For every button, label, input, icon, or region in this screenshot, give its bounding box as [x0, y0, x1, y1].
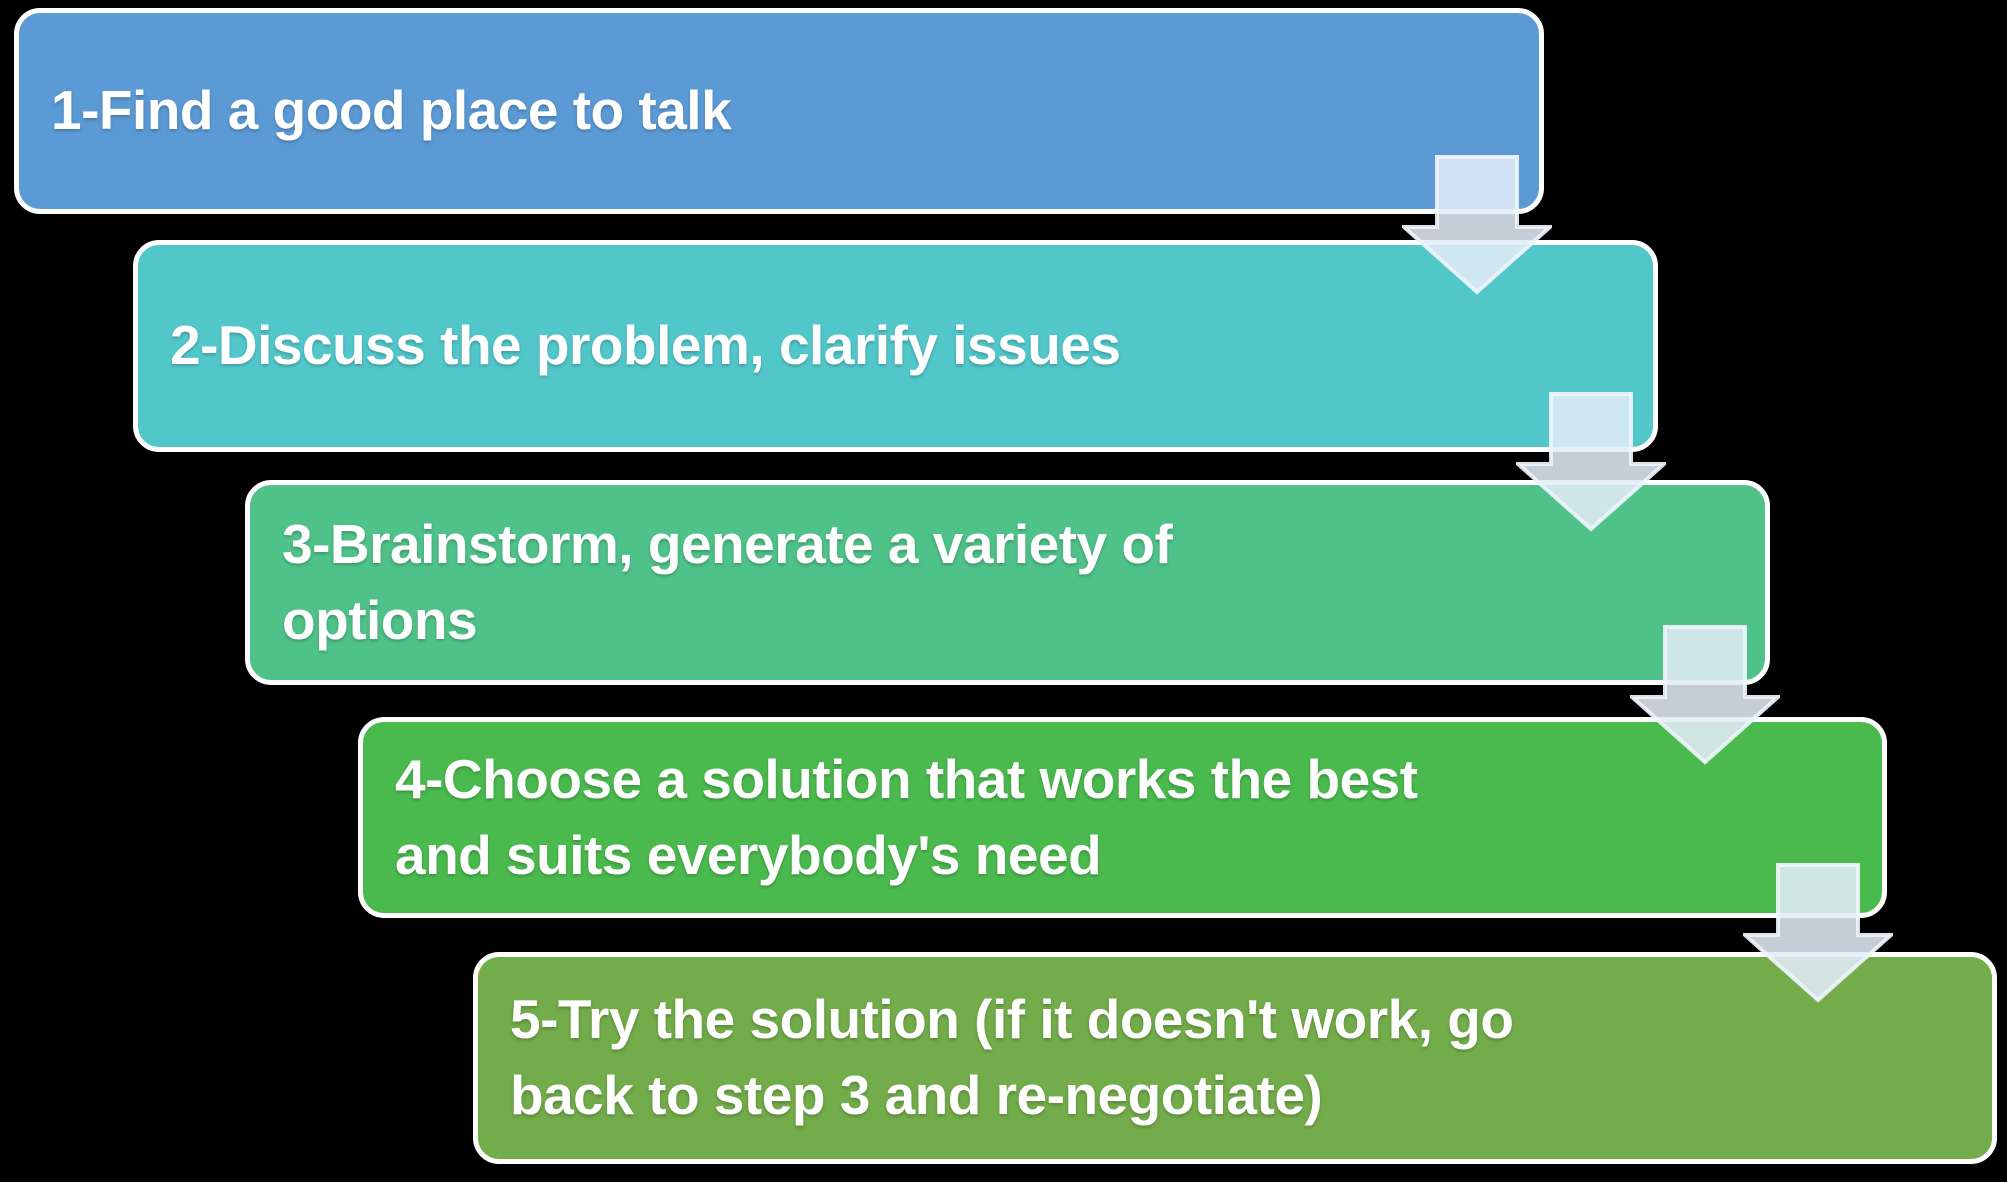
down-arrow-icon [1516, 392, 1666, 532]
step-box-2: 2-Discuss the problem, clarify issues [133, 240, 1658, 452]
step-box-5: 5-Try the solution (if it doesn't work, … [473, 952, 1997, 1164]
step-label-3: 3-Brainstorm, generate a variety of opti… [282, 512, 1173, 651]
step-label-1: 1-Find a good place to talk [51, 79, 732, 142]
step-label-4: 4-Choose a solution that works the best … [395, 747, 1418, 886]
step-label-5: 5-Try the solution (if it doesn't work, … [510, 988, 1514, 1126]
step-box-1: 1-Find a good place to talk [14, 8, 1544, 214]
down-arrow-icon [1630, 625, 1780, 765]
down-arrow-icon [1743, 863, 1893, 1003]
step-label-2: 2-Discuss the problem, clarify issues [170, 314, 1121, 377]
down-arrow-icon [1402, 155, 1552, 295]
step-box-3: 3-Brainstorm, generate a variety of opti… [245, 480, 1770, 685]
step-box-4: 4-Choose a solution that works the best … [358, 717, 1887, 918]
